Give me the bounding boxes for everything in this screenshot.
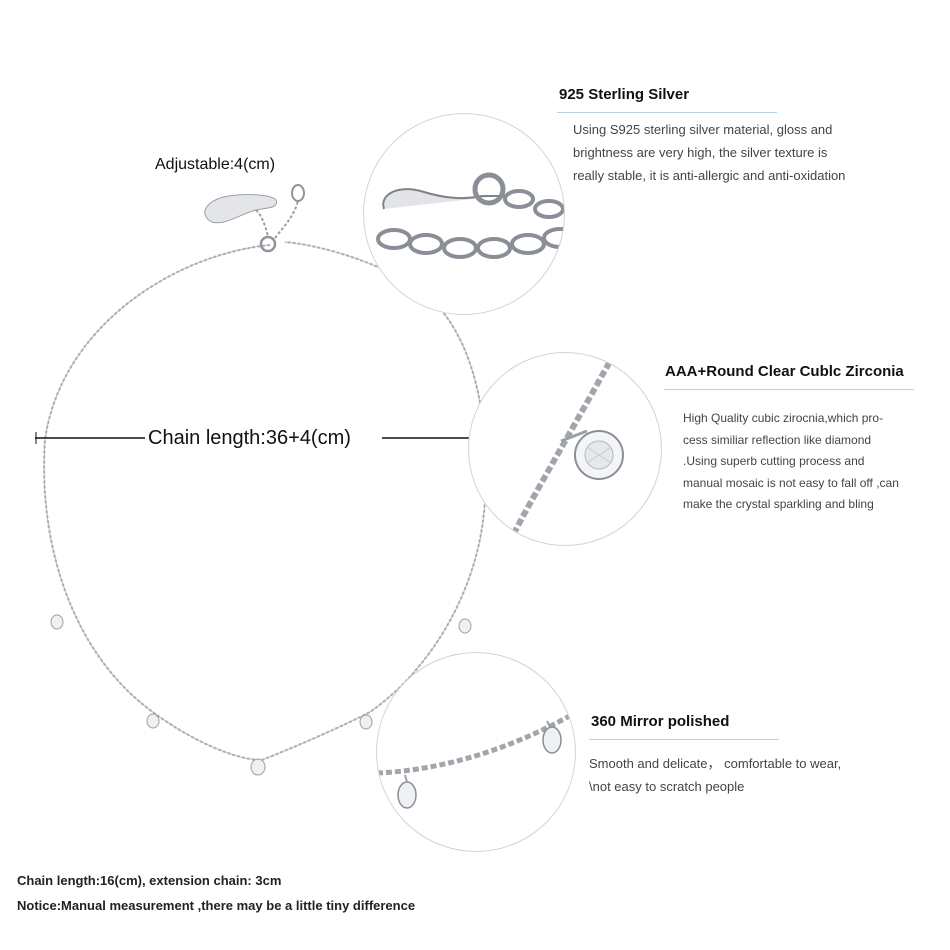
adjustable-label: Adjustable:4(cm) xyxy=(155,156,276,173)
zirconia-pendants xyxy=(50,614,472,776)
feature-body-zirconia: High Quality cubic zirocnia,which pro- c… xyxy=(683,408,943,516)
feature-line: cess similiar reflection like diamond xyxy=(683,432,872,447)
detail-circle-zirconia xyxy=(468,352,662,546)
feature-line: \not easy to scratch people xyxy=(589,779,745,794)
detail-circle-clasp xyxy=(363,113,565,315)
feature-body-sterling-silver: Using S925 sterling silver material, glo… xyxy=(573,118,933,187)
feature-title-polished: 360 Mirror polished xyxy=(591,713,730,730)
feature-line: High Quality cubic zirocnia,which pro- xyxy=(683,411,884,425)
feature-line: really stable, it is anti-allergic and a… xyxy=(573,168,846,183)
feature-line: brightness are very high, the silver tex… xyxy=(573,145,828,160)
feature-rule xyxy=(589,739,779,740)
feature-line: manual mosaic is not easy to fall off ,c… xyxy=(683,475,899,490)
feature-line: Smooth and delicate， comfortable to wear… xyxy=(589,756,842,771)
feature-body-polished: Smooth and delicate， comfortable to wear… xyxy=(589,752,939,798)
clasp-extender xyxy=(204,184,305,253)
feature-line: Using S925 sterling silver material, glo… xyxy=(573,122,833,137)
chain-length-label: Chain length:36+4(cm) xyxy=(148,427,351,449)
feature-line: .Using superb cutting process and xyxy=(683,454,865,468)
detail-circle-polished xyxy=(376,652,576,852)
note-notice: Notice:Manual measurement ,there may be … xyxy=(17,898,416,913)
feature-title-zirconia: AAA+Round Clear Cublc Zirconia xyxy=(665,363,904,380)
feature-rule xyxy=(664,389,914,390)
feature-rule xyxy=(557,112,777,113)
feature-title-sterling-silver: 925 Sterling Silver xyxy=(559,86,690,103)
feature-line: make the crystal sparkling and bling xyxy=(683,497,874,511)
note-chain-length: Chain length:16(cm), extension chain: 3c… xyxy=(17,873,282,888)
